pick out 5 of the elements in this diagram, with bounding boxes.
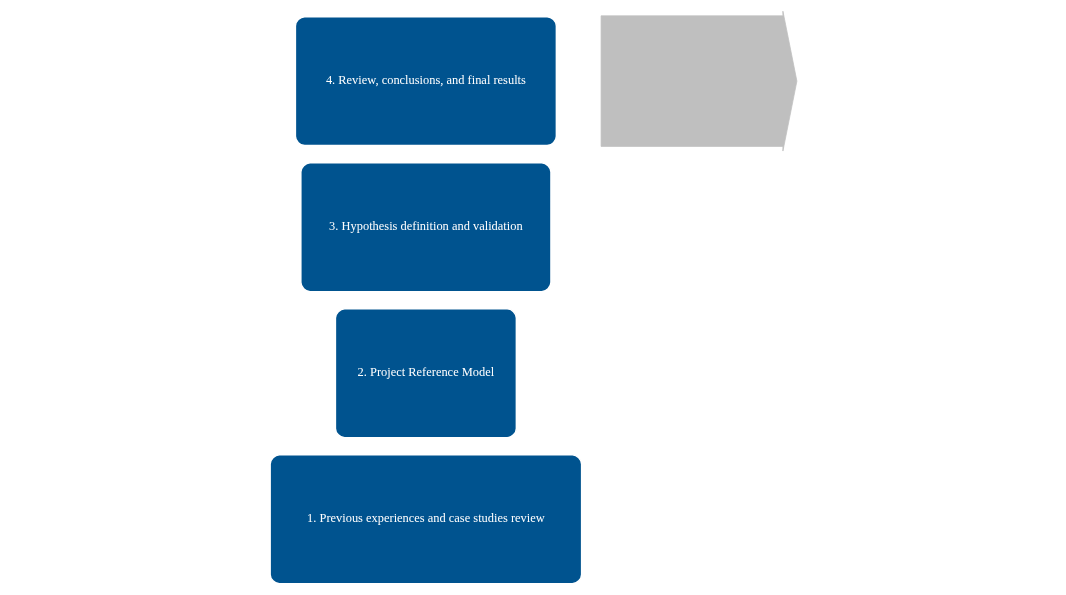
node-box: 1. Previous experiences and case studies review <box>268 454 582 585</box>
node-box: 2. Project Reference Model <box>334 308 517 439</box>
node-arrow <box>600 10 797 152</box>
node-box: 4. Review, conclusions, and final results <box>294 15 557 147</box>
node-box: 3. Hypothesis definition and validation <box>299 161 552 293</box>
